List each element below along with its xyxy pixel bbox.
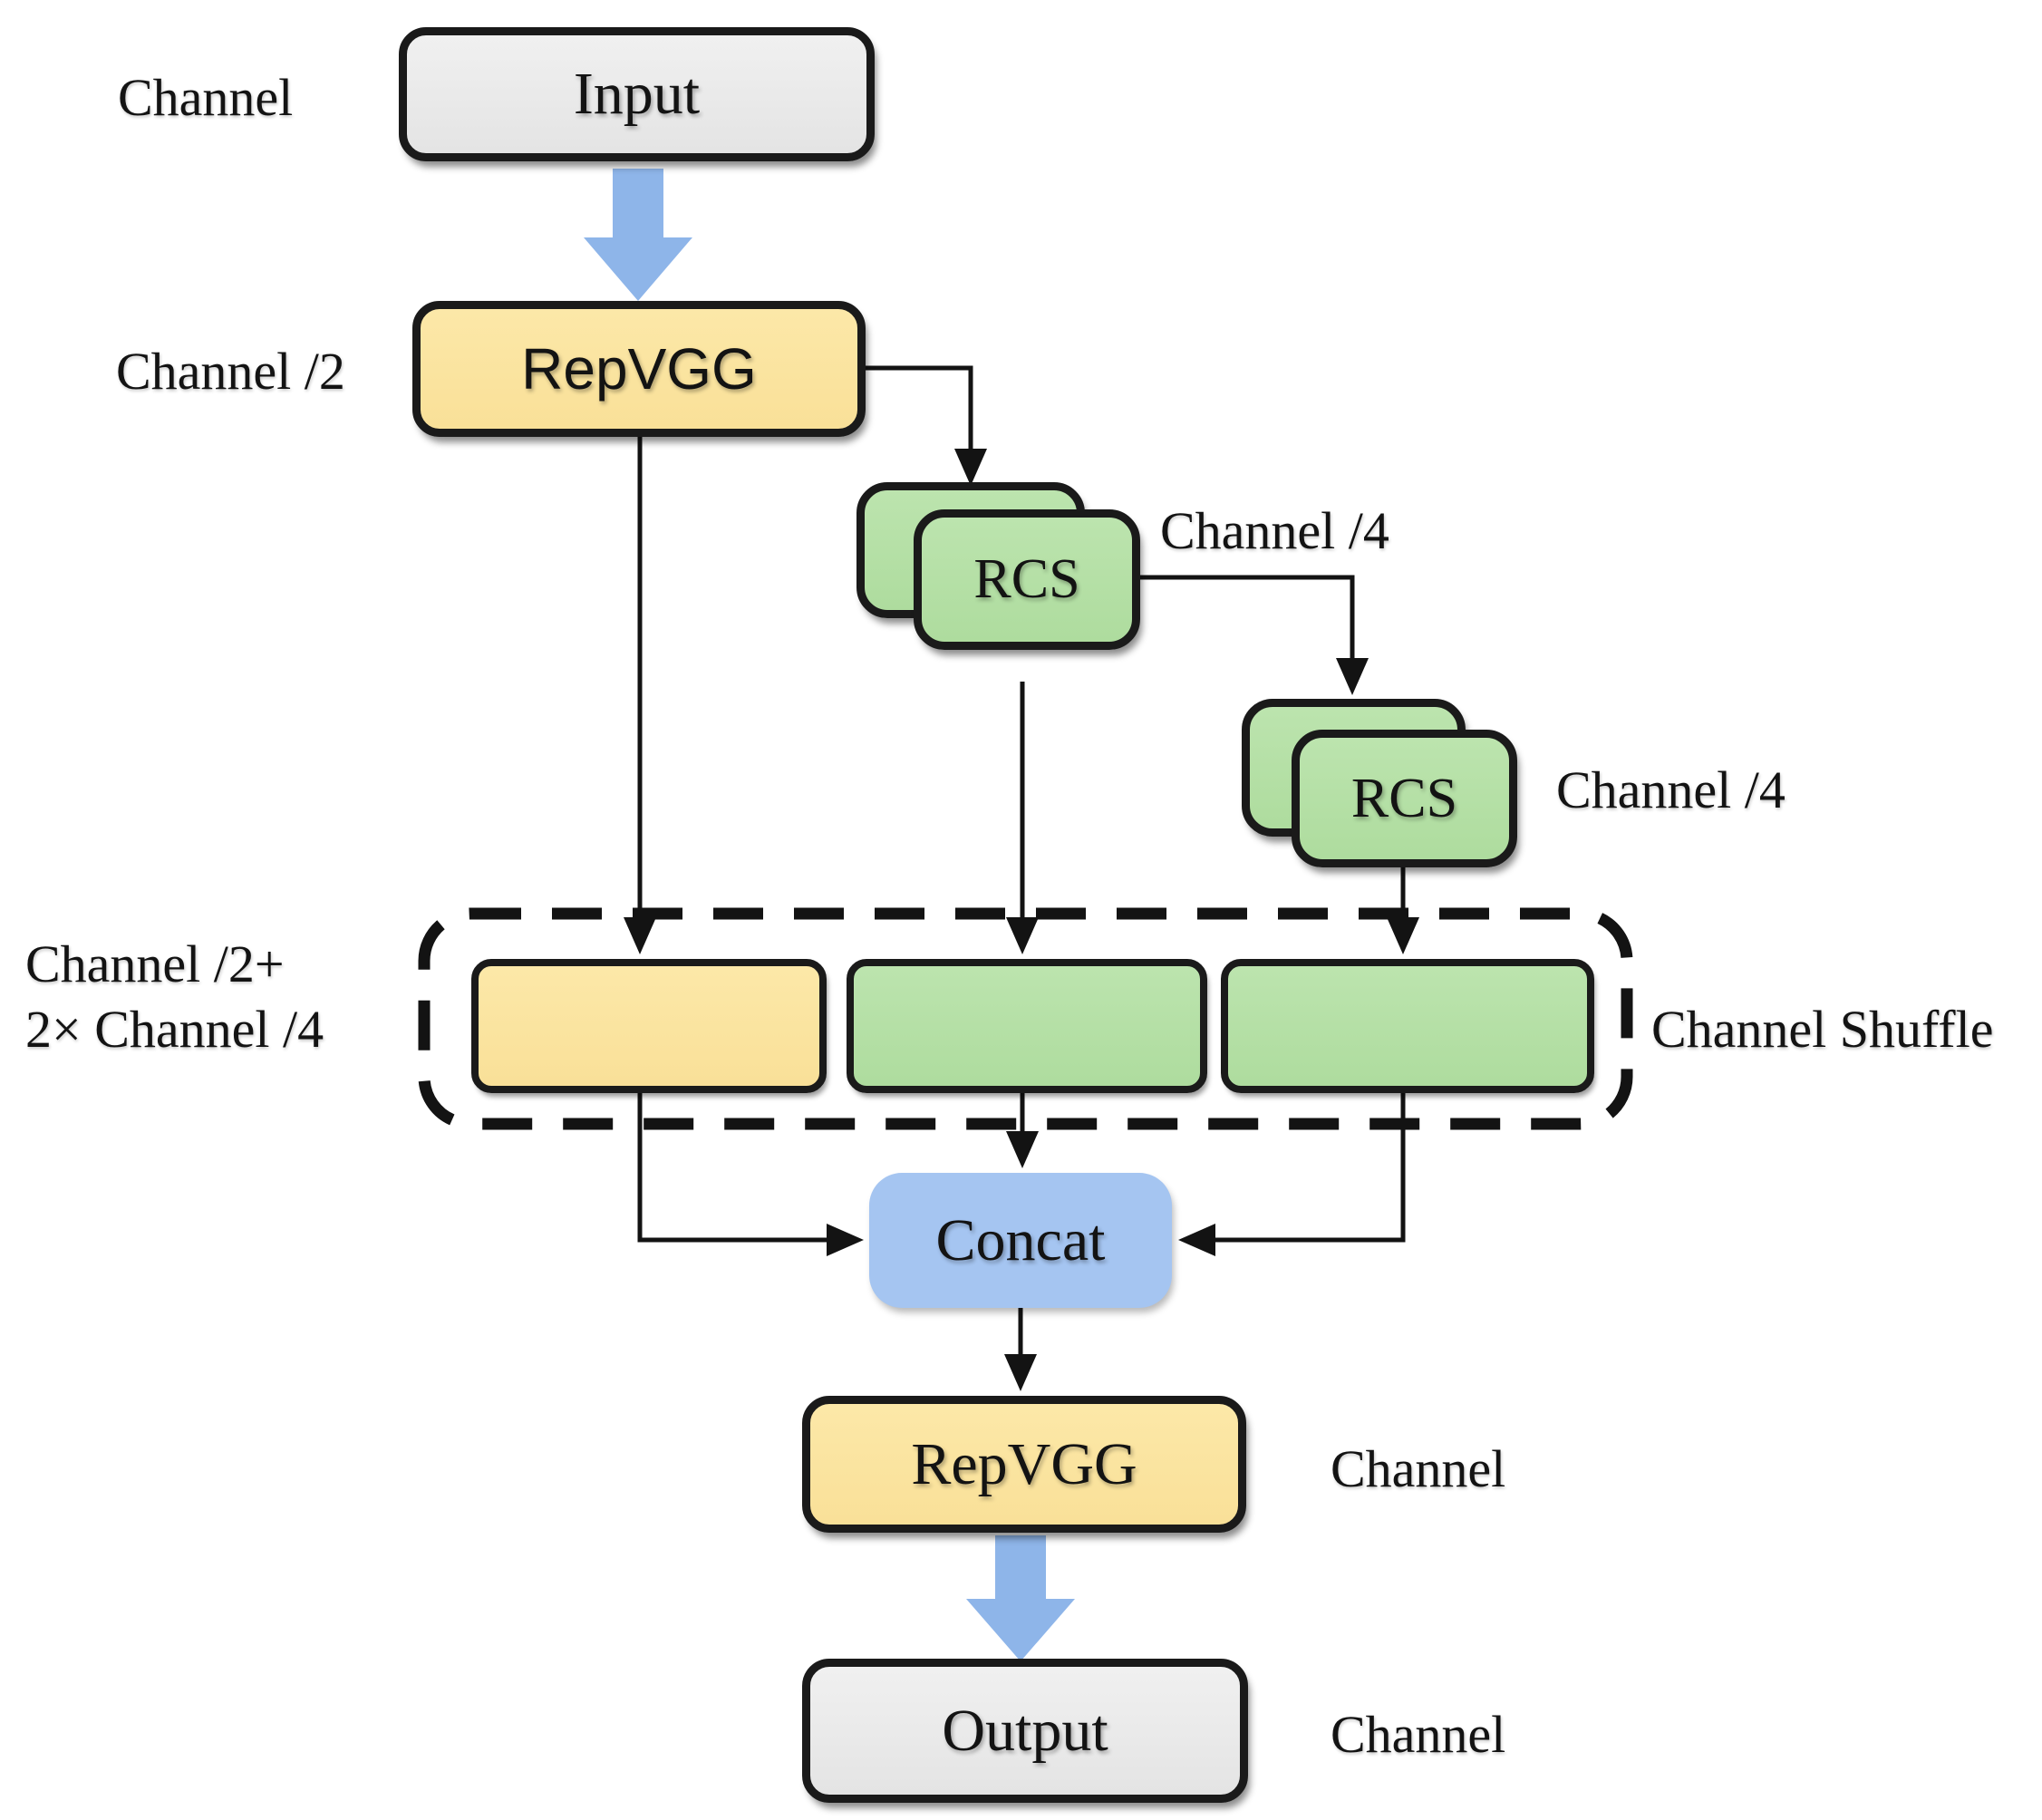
repvgg-top-node-label: RepVGG	[521, 336, 757, 402]
concat-node-label: Concat	[935, 1206, 1106, 1273]
shuffle-sum-label: Channel /2+ 2× Channel /4	[25, 932, 324, 1062]
shuffle-segment-green-2	[1221, 959, 1594, 1093]
channel-label-repvgg-bottom: Channel	[1331, 1439, 1506, 1498]
connector-rcs1-to-rcs2	[1140, 575, 1369, 695]
big-arrow-repvgg-to-output	[966, 1535, 1075, 1661]
rcs-bottom-node-label: RCS	[1350, 767, 1458, 829]
repvgg-top-node: RepVGG	[412, 301, 866, 437]
repvgg-bottom-node: RepVGG	[802, 1396, 1246, 1533]
big-arrow-input-to-repvgg	[584, 169, 692, 301]
input-node: Input	[399, 27, 875, 161]
rcs-top-node: RCS	[914, 509, 1140, 650]
repvgg-bottom-node-label: RepVGG	[911, 1430, 1137, 1497]
connector-yellow-segment-to-concat	[637, 1092, 864, 1256]
channel-shuffle-dashed-border	[418, 907, 1633, 1130]
channel-div2-label: Channel /2	[116, 342, 345, 401]
output-node: Output	[802, 1659, 1248, 1803]
channel-shuffle-label: Channel Shuffle	[1651, 1000, 1994, 1059]
shuffle-segment-yellow	[471, 959, 827, 1093]
shuffle-sum-label-line1: Channel /2+	[25, 934, 285, 993]
input-node-label: Input	[573, 61, 701, 127]
rcs-top-node-label: RCS	[973, 548, 1080, 610]
connector-repvgg-to-rcs1	[866, 365, 987, 486]
shuffle-segment-green-1	[847, 959, 1207, 1093]
connector-green-segment2-to-concat	[1178, 1092, 1406, 1256]
channel-label-output: Channel	[1331, 1705, 1506, 1764]
channel-div4-label-first: Channel /4	[1160, 501, 1389, 560]
shuffle-sum-label-line2: 2× Channel /4	[25, 1000, 324, 1059]
rcs-bottom-node: RCS	[1292, 730, 1517, 867]
concat-node: Concat	[869, 1173, 1172, 1308]
channel-label-input: Channel	[118, 68, 294, 127]
output-node-label: Output	[942, 1697, 1108, 1764]
channel-div4-label-second: Channel /4	[1556, 760, 1786, 819]
